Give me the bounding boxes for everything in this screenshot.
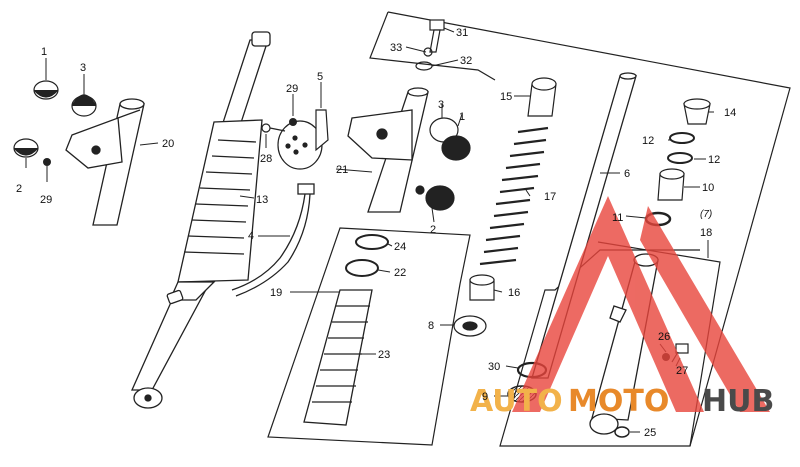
part-29-nut-left bbox=[43, 158, 51, 166]
callout-3: 3 bbox=[80, 62, 86, 74]
part-4-wire bbox=[231, 183, 315, 297]
part-10-bushing bbox=[657, 168, 685, 201]
callout-15: 15 bbox=[500, 91, 512, 103]
callout-22: 22 bbox=[394, 267, 406, 279]
callout-28: 28 bbox=[260, 153, 272, 165]
callout-10: 10 bbox=[702, 182, 714, 194]
callout-29: 29 bbox=[40, 194, 52, 206]
callout-2b: 2 bbox=[430, 224, 436, 236]
part-2-cap-right bbox=[415, 185, 455, 211]
callout-4: 4 bbox=[248, 230, 254, 242]
callout-7-mark: (7) bbox=[700, 209, 712, 220]
callout-3b: 3 bbox=[438, 99, 444, 111]
part-2-cap-left bbox=[13, 138, 39, 158]
part-24-ring bbox=[355, 234, 389, 250]
part-13-fork-leg bbox=[130, 31, 271, 409]
callout-2: 2 bbox=[16, 183, 22, 195]
callout-33: 33 bbox=[390, 42, 402, 54]
part-31-bolt bbox=[429, 19, 445, 53]
callout-31: 31 bbox=[456, 27, 468, 39]
part-3-cap-left bbox=[71, 94, 97, 117]
callout-14: 14 bbox=[724, 107, 736, 119]
callout-32: 32 bbox=[460, 55, 472, 67]
callout-8: 8 bbox=[428, 320, 434, 332]
watermark-moto: MOTO bbox=[568, 384, 669, 419]
callout-12: 12 bbox=[642, 135, 654, 147]
callout-12b: 12 bbox=[708, 154, 720, 166]
callout-5: 5 bbox=[317, 71, 323, 83]
callout-19: 19 bbox=[270, 287, 282, 299]
watermark: AUTO MOTO HUB bbox=[470, 196, 774, 419]
callout-27: 27 bbox=[676, 365, 688, 377]
part-17-spring bbox=[479, 126, 549, 266]
callout-30: 30 bbox=[488, 361, 500, 373]
part-12-ring-upper bbox=[669, 132, 695, 144]
callout-29b: 29 bbox=[286, 83, 298, 95]
part-15-spacer bbox=[527, 77, 557, 117]
callout-20: 20 bbox=[162, 138, 174, 150]
part-22-clip bbox=[345, 259, 379, 277]
part-5-reflector bbox=[277, 109, 329, 170]
part-8-washer bbox=[453, 315, 487, 337]
part-29-nut-mid bbox=[289, 118, 297, 126]
callout-25: 25 bbox=[644, 427, 656, 439]
part-32-washer bbox=[415, 61, 433, 71]
callout-17: 17 bbox=[544, 191, 556, 203]
part-16-seat bbox=[469, 274, 495, 301]
callout-1: 1 bbox=[41, 46, 47, 58]
part-20-fork-tube bbox=[65, 98, 145, 226]
callout-23: 23 bbox=[378, 349, 390, 361]
part-3-cap-right bbox=[429, 117, 471, 161]
callout-1b: 1 bbox=[459, 111, 465, 123]
part-12-ring-lower bbox=[667, 152, 693, 164]
callout-26: 26 bbox=[658, 331, 670, 343]
part-21-bracket bbox=[347, 87, 429, 213]
callout-13: 13 bbox=[256, 194, 268, 206]
part-1-cap-left bbox=[33, 80, 59, 100]
part-23-boot bbox=[303, 289, 373, 426]
callout-18: 18 bbox=[700, 227, 712, 239]
callout-6: 6 bbox=[624, 168, 630, 180]
callout-24: 24 bbox=[394, 241, 406, 253]
watermark-hub: HUB bbox=[702, 384, 774, 419]
part-28-bolt bbox=[261, 123, 286, 133]
callout-21: 21 bbox=[336, 164, 348, 176]
watermark-auto: AUTO bbox=[470, 384, 563, 419]
part-14-bushing bbox=[683, 98, 711, 125]
callout-9: 9 bbox=[482, 391, 488, 403]
part-25-washer bbox=[614, 426, 630, 438]
callout-labels: 1 3 2 29 20 13 4 29 5 28 21 3 1 2 31 33 … bbox=[16, 27, 736, 439]
watermark-triangle bbox=[512, 196, 770, 412]
callout-11: 11 bbox=[612, 212, 623, 224]
callout-16: 16 bbox=[508, 287, 520, 299]
